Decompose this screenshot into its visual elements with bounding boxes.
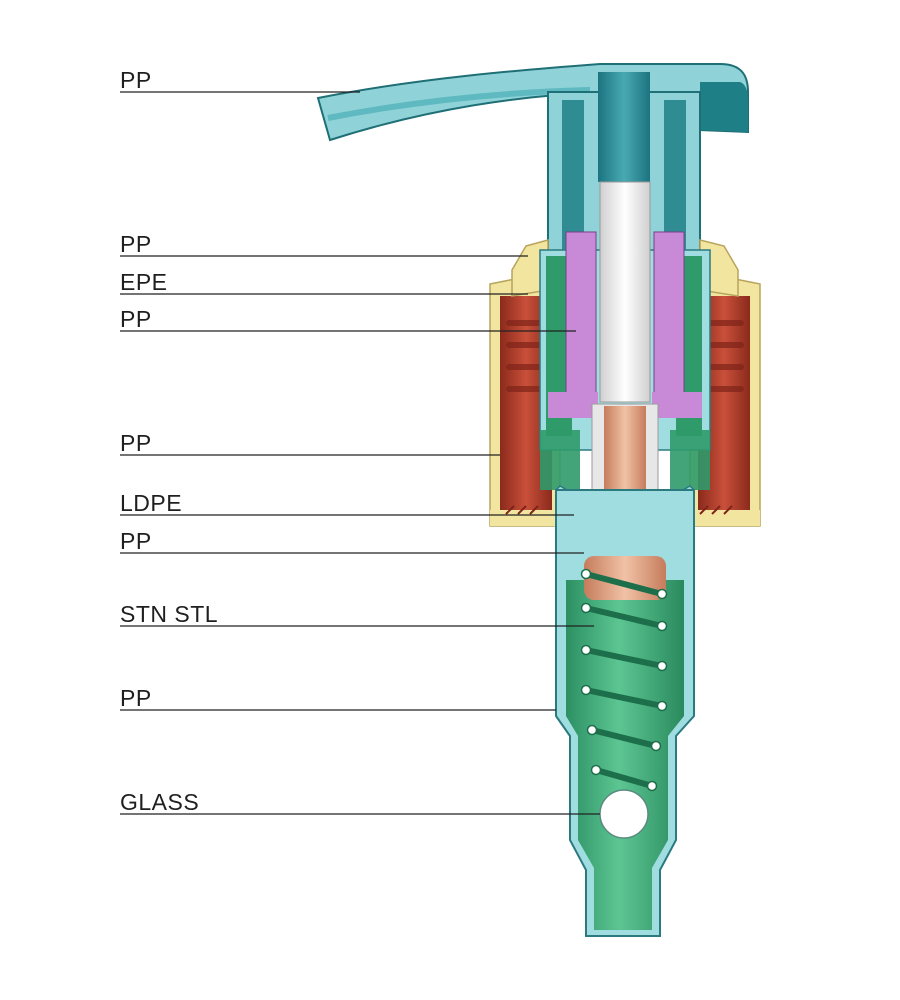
label-gasket: EPE: [120, 269, 528, 295]
svg-text:PP: PP: [120, 67, 152, 93]
svg-text:LDPE: LDPE: [120, 490, 182, 516]
label-closure: PP: [120, 430, 500, 456]
label-seal: LDPE: [120, 490, 574, 516]
spring-coil-ends: [580, 568, 668, 792]
glass-ball: [599, 789, 649, 839]
svg-text:STN STL: STN STL: [120, 601, 218, 627]
actuator-head: [316, 63, 749, 253]
svg-text:PP: PP: [120, 306, 152, 332]
label-collar-top: PP: [120, 231, 528, 257]
stem: [591, 181, 659, 533]
label-body: PP: [120, 685, 556, 711]
svg-text:EPE: EPE: [120, 269, 168, 295]
pump-body: [555, 489, 695, 937]
svg-text:PP: PP: [120, 528, 152, 554]
label-ball: GLASS: [120, 789, 600, 815]
label-spring: STN STL: [120, 601, 594, 627]
svg-text:PP: PP: [120, 430, 152, 456]
svg-text:GLASS: GLASS: [120, 789, 199, 815]
label-collar-inner: PP: [120, 306, 576, 332]
svg-text:PP: PP: [120, 685, 152, 711]
svg-text:PP: PP: [120, 231, 152, 257]
label-piston: PP: [120, 528, 584, 554]
label-actuator: PP: [120, 67, 360, 93]
spring: [583, 571, 665, 789]
